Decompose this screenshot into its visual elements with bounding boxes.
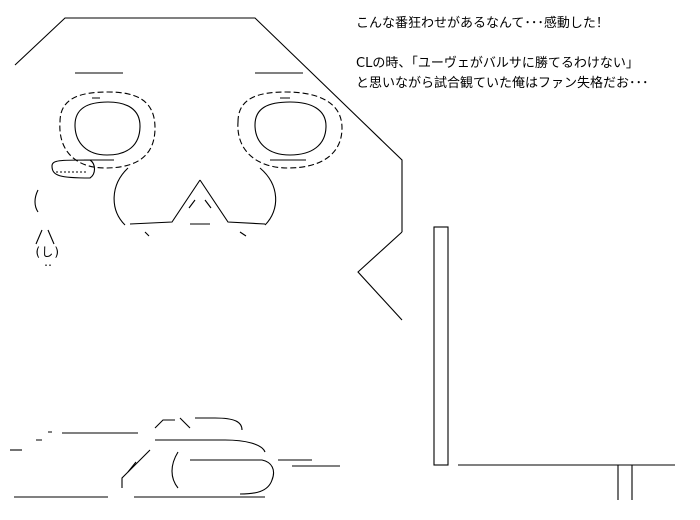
table	[433, 226, 675, 500]
nose-mouth	[113, 167, 277, 237]
arm-bottom	[10, 417, 340, 498]
caption-line-3: CLの時、「ユーヴェがバルサに勝てるわけない」	[356, 56, 639, 71]
svg-text:‥: ‥	[44, 255, 52, 269]
caption-line-1: こんな番狂わせがあるなんて･･･感動した！	[356, 16, 609, 31]
tear-drop-glyph: (し)	[34, 245, 60, 259]
caption-text-block: こんな番狂わせがあるなんて･･･感動した！ CLの時、「ユーヴェがバルサに勝てる…	[356, 14, 696, 94]
tear-left: (し) ‥	[34, 159, 96, 269]
left-eye	[59, 91, 156, 169]
right-eye	[237, 91, 343, 169]
head-outline	[14, 17, 403, 321]
caption-line-4: と思いながら試合観ていた俺はファン失格だお･･･	[356, 76, 649, 91]
